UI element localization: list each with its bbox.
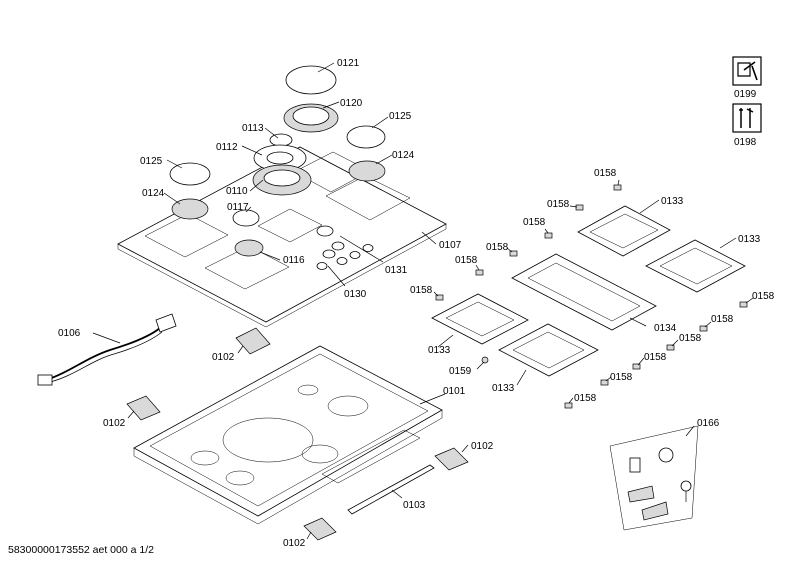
label-0125: 0125: [389, 111, 412, 122]
label-0102: 0102: [471, 441, 494, 452]
label-0116: 0116: [283, 255, 305, 266]
label-0133: 0133: [661, 196, 684, 207]
label-0107: 0107: [439, 240, 462, 251]
label-0133: 0133: [492, 383, 515, 394]
label-0110: 0110: [226, 186, 248, 197]
label-0130: 0130: [344, 289, 367, 300]
label-0103: 0103: [403, 500, 426, 511]
label-0125: 0125: [140, 156, 163, 167]
tools-icon: [732, 103, 762, 133]
label-0158: 0158: [594, 168, 617, 179]
label-0102: 0102: [103, 418, 126, 429]
label-0159: 0159: [449, 366, 472, 377]
repair-wrench-icon: [732, 56, 762, 86]
rubber-feet: [433, 179, 754, 409]
label-0101: 0101: [443, 386, 466, 397]
label-0158: 0158: [610, 372, 633, 383]
document-id: 58300000173552 aet 000 a 1/2: [8, 544, 154, 556]
label-0158: 0158: [523, 217, 546, 228]
label-0198: 0198: [734, 137, 757, 148]
power-cable: [37, 313, 177, 386]
label-0131: 0131: [385, 265, 408, 276]
trim-strip: [347, 464, 435, 515]
part-labels: 0121 0120 0125 0113 0112 0125 0124 0124 …: [58, 58, 775, 549]
hob-top-plate: [117, 146, 447, 328]
label-0120: 0120: [340, 98, 363, 109]
fixing-clamps: [126, 327, 469, 541]
label-0158: 0158: [679, 333, 702, 344]
label-0113: 0113: [242, 123, 264, 134]
label-0158: 0158: [752, 291, 775, 302]
label-0158: 0158: [455, 255, 478, 266]
label-0102: 0102: [283, 538, 306, 549]
label-0134: 0134: [654, 323, 677, 334]
top-leaders: [163, 62, 437, 287]
label-0124: 0124: [392, 150, 415, 161]
label-0112: 0112: [216, 142, 238, 153]
label-0158: 0158: [574, 393, 597, 404]
label-0158: 0158: [410, 285, 433, 296]
label-0124: 0124: [142, 188, 165, 199]
label-0158: 0158: [644, 352, 667, 363]
pan-supports: [431, 205, 746, 377]
label-0133: 0133: [738, 234, 761, 245]
label-0117: 0117: [227, 202, 249, 213]
hob-base-tray: [133, 345, 443, 525]
burner-caps: [169, 65, 386, 257]
label-0158: 0158: [547, 199, 570, 210]
label-0133: 0133: [428, 345, 451, 356]
service-kit: [609, 425, 699, 531]
label-0158: 0158: [486, 242, 509, 253]
label-0166: 0166: [697, 418, 720, 429]
label-0158: 0158: [711, 314, 734, 325]
label-0199: 0199: [734, 89, 757, 100]
label-0102: 0102: [212, 352, 235, 363]
label-0121: 0121: [337, 58, 360, 69]
label-0106: 0106: [58, 328, 81, 339]
